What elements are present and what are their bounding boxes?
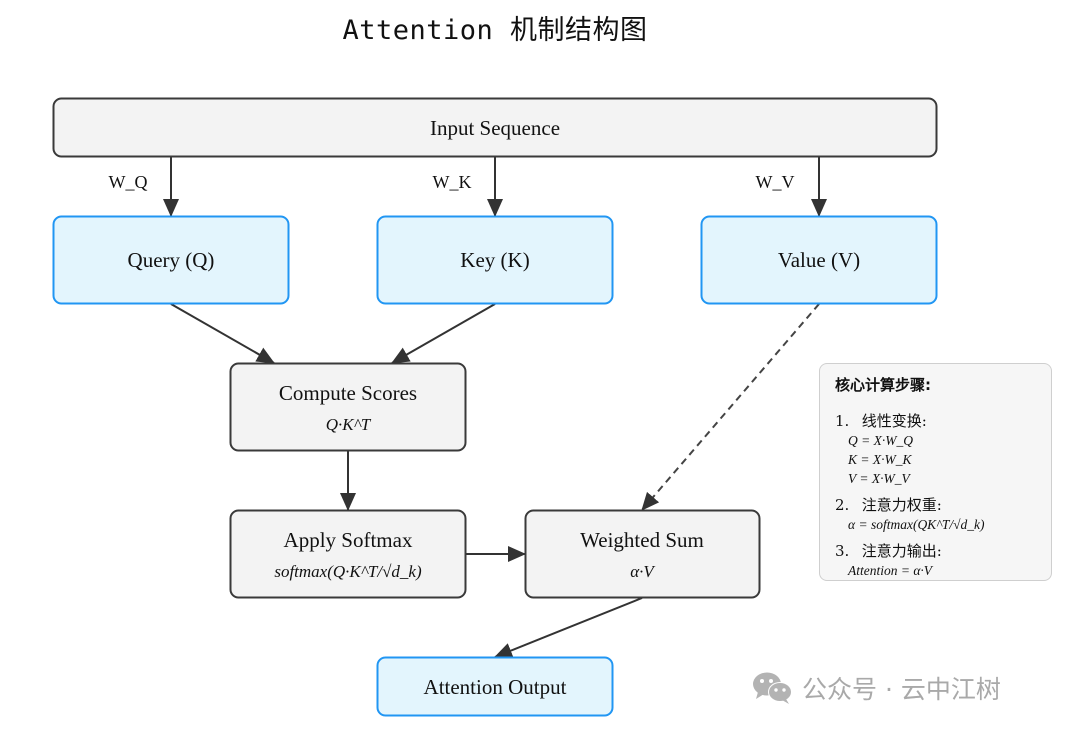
node-apply-softmax-label: Apply Softmax [284, 528, 413, 552]
edge-value-weighted [641, 303, 820, 511]
note-step-label: 注意力权重: [861, 496, 942, 514]
node-query[interactable]: Query (Q) [52, 215, 290, 305]
edge-label-wv: W_V [756, 172, 795, 192]
node-compute-scores-formula: Q·K^T [326, 415, 372, 434]
diagram-title: Attention 机制结构图 [342, 15, 648, 46]
node-apply-softmax-formula: softmax(Q·K^T/√d_k) [274, 562, 422, 581]
notes-title: 核心计算步骤: [835, 376, 931, 394]
note-formula: α = softmax(QK^T/√d_k) [848, 517, 985, 532]
edge-label-wq: W_Q [109, 172, 148, 192]
node-value-label: Value (V) [778, 248, 860, 272]
node-weighted-sum-label: Weighted Sum [580, 528, 704, 552]
edges [163, 157, 827, 659]
node-key-label: Key (K) [460, 248, 529, 272]
node-attention-output-label: Attention Output [424, 675, 567, 699]
node-weighted-sum[interactable]: Weighted Sum α·V [524, 509, 761, 599]
note-step-label: 注意力输出: [861, 542, 942, 560]
node-input[interactable]: Input Sequence [52, 97, 938, 158]
watermark: 公众号 · 云中江树 [752, 668, 1001, 708]
note-step-1: 1. 线性变换: [835, 410, 1075, 431]
node-attention-output[interactable]: Attention Output [376, 656, 614, 717]
notes-content: 核心计算步骤: 1. 线性变换: Q = X·W_Q K = X·W_K V =… [835, 374, 1075, 580]
edge-query-scores [170, 303, 275, 364]
edge-key-scores [391, 303, 496, 364]
note-step-label: 线性变换: [861, 412, 927, 430]
wechat-icon [753, 672, 792, 704]
note-formula: V = X·W_V [848, 471, 910, 486]
watermark-text: 公众号 · 云中江树 [802, 675, 1001, 704]
node-apply-softmax[interactable]: Apply Softmax softmax(Q·K^T/√d_k) [229, 509, 467, 599]
edge-weighted-output [494, 597, 643, 659]
node-query-label: Query (Q) [128, 248, 215, 272]
node-key[interactable]: Key (K) [376, 215, 614, 305]
note-formula: Q = X·W_Q [848, 433, 913, 448]
note-step-2: 2. 注意力权重: [835, 494, 1075, 515]
node-compute-scores-label: Compute Scores [279, 381, 417, 405]
node-value[interactable]: Value (V) [700, 215, 938, 305]
node-compute-scores[interactable]: Compute Scores Q·K^T [229, 362, 467, 452]
note-step-number: 3. [835, 542, 850, 560]
note-formula: K = X·W_K [848, 452, 912, 467]
notes-panel [819, 363, 1052, 581]
node-input-label: Input Sequence [430, 116, 560, 140]
edge-label-wk: W_K [433, 172, 472, 192]
node-weighted-sum-formula: α·V [630, 562, 656, 581]
note-step-3: 3. 注意力输出: [835, 540, 1075, 561]
note-step-number: 2. [835, 496, 850, 514]
note-formula: Attention = α·V [848, 563, 933, 578]
note-step-number: 1. [835, 412, 850, 430]
